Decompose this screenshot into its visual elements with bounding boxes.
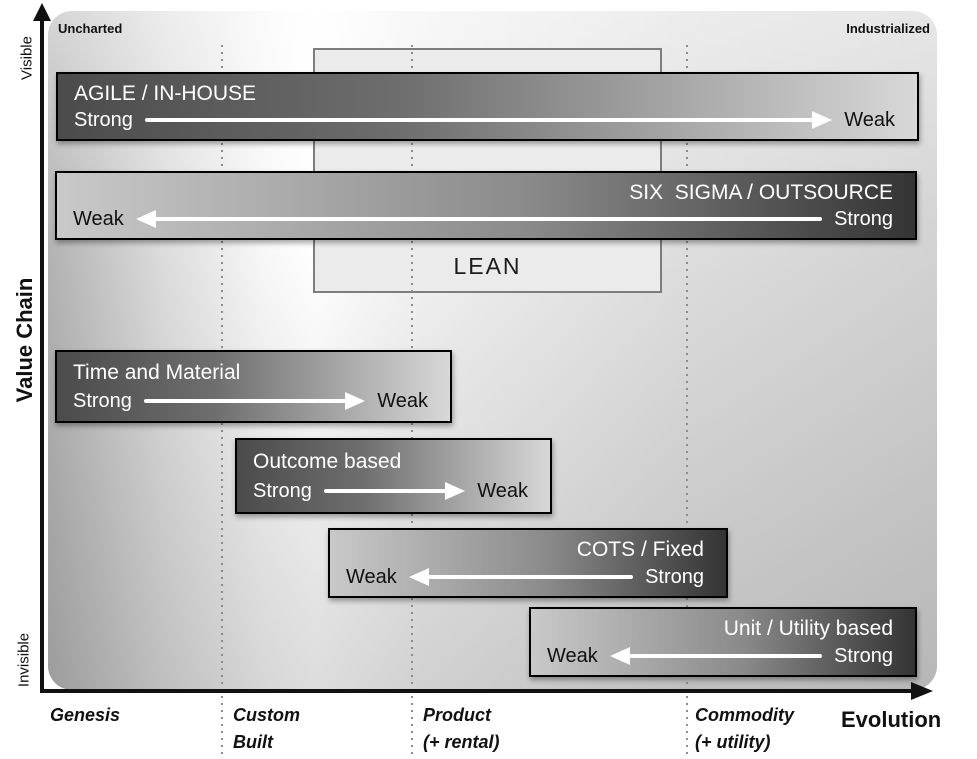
stage-line1: Genesis <box>50 705 121 725</box>
x-axis-title: Evolution <box>841 707 942 732</box>
strong-label: Strong <box>834 645 893 668</box>
y-axis-title: Value Chain <box>12 277 37 403</box>
weak-label: Weak <box>547 645 598 668</box>
bar-title: Unit / Utility based <box>723 616 893 640</box>
strength-row: Strong Weak <box>253 480 528 502</box>
bar-title: Time and Material <box>73 360 241 384</box>
stage-label-genesis: Genesis <box>50 702 120 729</box>
weak-label: Weak <box>477 480 528 503</box>
bar-title: Outcome based <box>253 449 402 473</box>
arrow-right-icon <box>323 482 466 501</box>
bar-cots-fixed: COTS / Fixed Weak Strong <box>328 528 728 598</box>
weak-label: Weak <box>346 566 397 589</box>
stage-line2: (+ rental) <box>423 732 500 752</box>
stage-label-custom-built: Custom Built <box>233 702 300 756</box>
weak-label: Weak <box>73 208 124 231</box>
strength-row: Weak Strong <box>346 566 704 588</box>
y-axis-arrow-icon <box>33 3 51 21</box>
stage-line1: Product <box>423 705 492 725</box>
strong-label: Strong <box>74 109 133 132</box>
lean-label: LEAN <box>453 253 522 279</box>
bar-unit-utility-based: Unit / Utility based Weak Strong <box>529 607 917 677</box>
strength-row: Strong Weak <box>74 109 895 131</box>
stage-label-product: Product (+ rental) <box>423 702 500 756</box>
industrialized-label: Industrialized <box>846 21 930 36</box>
strong-label: Strong <box>834 208 893 231</box>
stage-line1: Commodity <box>695 705 794 725</box>
bar-title: AGILE / IN-HOUSE <box>74 81 257 105</box>
strength-row: Strong Weak <box>73 390 428 412</box>
uncharted-label: Uncharted <box>58 21 123 36</box>
strength-row: Weak Strong <box>73 208 893 230</box>
stage-line1: Custom <box>233 705 300 725</box>
bar-title: COTS / Fixed <box>576 537 704 561</box>
x-axis-arrow-icon <box>911 682 933 700</box>
weak-label: Weak <box>844 109 895 132</box>
y-axis-line <box>40 18 44 691</box>
weak-label: Weak <box>377 390 428 413</box>
arrow-right-icon <box>143 392 366 411</box>
bar-time-and-material: Time and Material Strong Weak <box>55 350 452 423</box>
strong-label: Strong <box>645 566 704 589</box>
arrow-left-icon <box>135 210 823 229</box>
strength-row: Weak Strong <box>547 645 893 667</box>
stage-label-commodity: Commodity (+ utility) <box>695 702 794 756</box>
stage-line2: (+ utility) <box>695 732 771 752</box>
bar-agile-in-house: AGILE / IN-HOUSE Strong Weak <box>56 72 919 141</box>
stage-divider-commodity <box>686 45 688 757</box>
bar-outcome-based: Outcome based Strong Weak <box>235 438 552 514</box>
bar-six-sigma-outsource: SIX SIGMA / OUTSOURCE Weak Strong <box>55 171 917 240</box>
x-axis-line <box>40 689 912 693</box>
strong-label: Strong <box>73 390 132 413</box>
arrow-right-icon <box>144 111 833 130</box>
y-axis-visible-label: Visible <box>18 36 36 80</box>
arrow-left-icon <box>609 647 823 666</box>
stage-line2: Built <box>233 732 273 752</box>
y-axis-invisible-label: Invisible <box>15 632 33 688</box>
bar-title: SIX SIGMA / OUTSOURCE <box>629 180 893 204</box>
strong-label: Strong <box>253 480 312 503</box>
arrow-left-icon <box>408 568 634 587</box>
